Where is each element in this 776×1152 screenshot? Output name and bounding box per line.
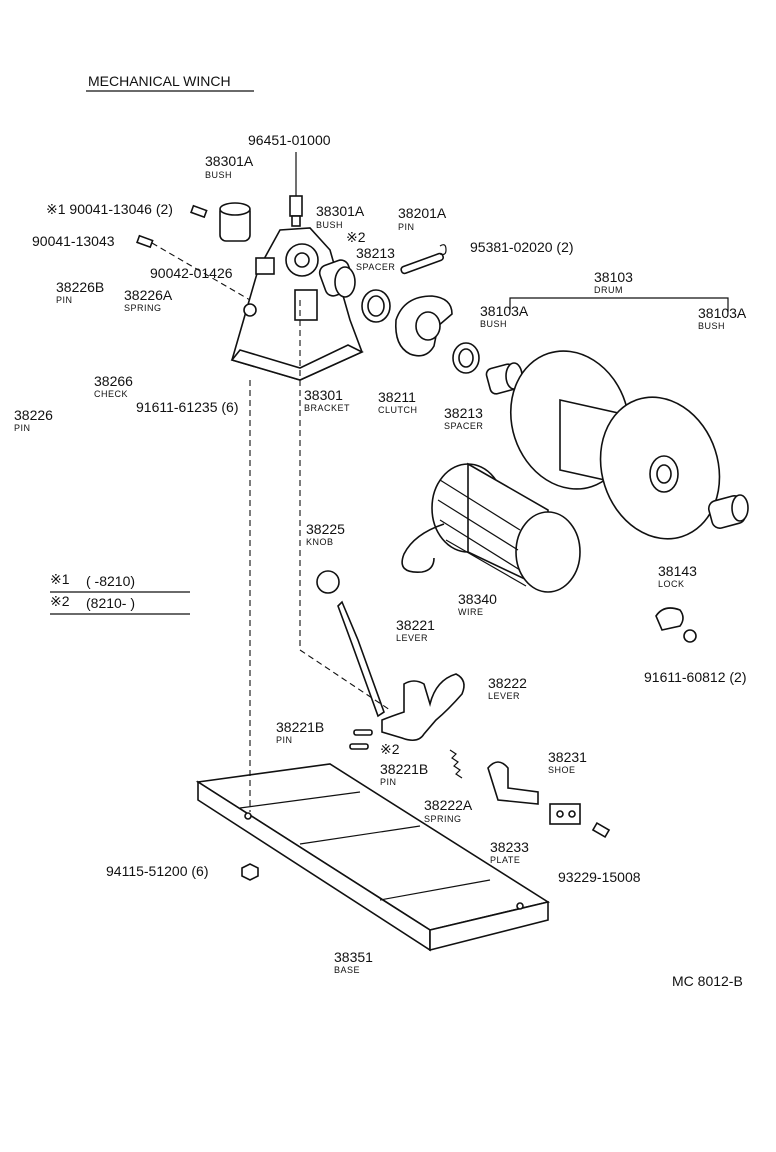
nut-94115 — [241, 863, 259, 881]
label-91611-61235: 91611-61235 (6) — [136, 399, 238, 415]
label-93229: 93229-15008 — [558, 869, 641, 885]
knob-38225 — [316, 570, 340, 594]
label-38222: 38222 — [488, 675, 527, 691]
label-38266: 38266 — [94, 373, 133, 389]
pin-38221b-lower — [349, 743, 369, 750]
label-38143: 38143 — [658, 563, 697, 579]
label-38301a-top: 38301A — [205, 153, 254, 169]
label-38340: 38340 — [458, 591, 497, 607]
label-38226b-name: PIN — [56, 295, 73, 305]
label-38143-name: LOCK — [658, 579, 685, 589]
leader-dashed-1 — [151, 242, 251, 301]
label-38213-second-name: SPACER — [444, 421, 483, 431]
label-38221b-lower-name: PIN — [380, 777, 397, 787]
label-38222a: 38222A — [424, 797, 473, 813]
label-91611-60812: 91611-60812 (2) — [644, 669, 746, 685]
bush-38301a-top — [219, 202, 251, 242]
bolt-90041-13046 — [190, 204, 208, 219]
label-38301-name: BRACKET — [304, 403, 350, 413]
label-mark2-top: ※2 — [346, 229, 366, 245]
label-90041-13043: 90041-13043 — [32, 233, 115, 249]
note-mark2: ※2 — [50, 593, 70, 609]
cotter-pin-95381 — [439, 244, 447, 256]
label-38201a-name: PIN — [398, 222, 415, 232]
label-38233-name: PLATE — [490, 855, 520, 865]
label-38213-top-name: SPACER — [356, 262, 395, 272]
lever-38221 — [337, 600, 385, 718]
lever-38222 — [381, 673, 465, 742]
label-38301a-top-name: BUSH — [205, 170, 232, 180]
label-38211: 38211 — [378, 389, 416, 405]
spacer-38213-top — [361, 289, 391, 323]
pin-38221b-upper — [353, 729, 373, 736]
bracket-38301 — [230, 227, 364, 381]
label-38211-name: CLUTCH — [378, 405, 418, 415]
label-38231-name: SHOE — [548, 765, 576, 775]
screw-93229 — [591, 821, 611, 839]
label-38226: 38226 — [14, 407, 53, 423]
leader-dashed-3 — [299, 300, 391, 711]
spring-38222a — [449, 749, 463, 779]
label-94115: 94115-51200 (6) — [106, 863, 208, 879]
label-38222-name: LEVER — [488, 691, 520, 701]
label-90041-13046: ※1 90041-13046 (2) — [46, 201, 173, 217]
diagram-title: MECHANICAL WINCH — [88, 73, 231, 89]
label-38221b-lower: 38221B — [380, 761, 428, 777]
label-38221-name: LEVER — [396, 633, 428, 643]
label-38226a: 38226A — [124, 287, 173, 303]
label-38301: 38301 — [304, 387, 343, 403]
label-38301a-second-name: BUSH — [316, 220, 343, 230]
note-range2: (8210- ) — [86, 595, 135, 611]
label-38351-name: BASE — [334, 965, 360, 975]
grease-fitting — [289, 152, 303, 227]
label-90042: 90042-01426 — [150, 265, 233, 281]
label-38233: 38233 — [490, 839, 529, 855]
label-38225-name: KNOB — [306, 537, 334, 547]
label-38266-name: CHECK — [94, 389, 128, 399]
clutch-38211 — [394, 295, 453, 357]
note-mark1: ※1 — [50, 571, 70, 587]
label-38222a-name: SPRING — [424, 814, 462, 824]
label-38351: 38351 — [334, 949, 373, 965]
label-38221b-upper-name: PIN — [276, 735, 293, 745]
pin-38201a — [400, 252, 444, 275]
bush-38103a-left — [485, 362, 523, 395]
label-38225: 38225 — [306, 521, 345, 537]
label-38103a-left-name: BUSH — [480, 319, 507, 329]
label-38213-second: 38213 — [444, 405, 483, 421]
bush-38301a-second — [318, 259, 356, 298]
label-38226a-name: SPRING — [124, 303, 162, 313]
label-38201a: 38201A — [398, 205, 447, 221]
label-mark2-low: ※2 — [380, 741, 400, 757]
label-38221b-upper: 38221B — [276, 719, 324, 735]
drum-bracket-line — [509, 297, 729, 312]
lock-38143 — [655, 607, 697, 643]
label-38103a-right-name: BUSH — [698, 321, 725, 331]
label-38221: 38221 — [396, 617, 435, 633]
base-38351 — [195, 763, 551, 952]
label-38103a-left: 38103A — [480, 303, 529, 319]
label-96451: 96451-01000 — [248, 132, 331, 148]
diagram-code: MC 8012-B — [672, 973, 743, 989]
label-95381: 95381-02020 (2) — [470, 239, 574, 255]
label-38213-top: 38213 — [356, 245, 395, 261]
bolt-90041-13043 — [136, 234, 154, 249]
label-38103: 38103 — [594, 269, 633, 285]
spacer-38213-second — [452, 342, 480, 374]
label-38103-name: DRUM — [594, 285, 623, 295]
label-38231: 38231 — [548, 749, 587, 765]
note-range1: ( -8210) — [86, 573, 135, 589]
label-38226b: 38226B — [56, 279, 104, 295]
wire-38340 — [401, 462, 581, 593]
label-38340-name: WIRE — [458, 607, 484, 617]
label-38301a-second: 38301A — [316, 203, 365, 219]
plate-38233 — [487, 761, 539, 805]
shoe-38231 — [549, 803, 581, 825]
label-38103a-right: 38103A — [698, 305, 747, 321]
label-38226-name: PIN — [14, 423, 31, 433]
bush-38103a-right — [707, 494, 749, 529]
drum-38103 — [509, 350, 721, 540]
